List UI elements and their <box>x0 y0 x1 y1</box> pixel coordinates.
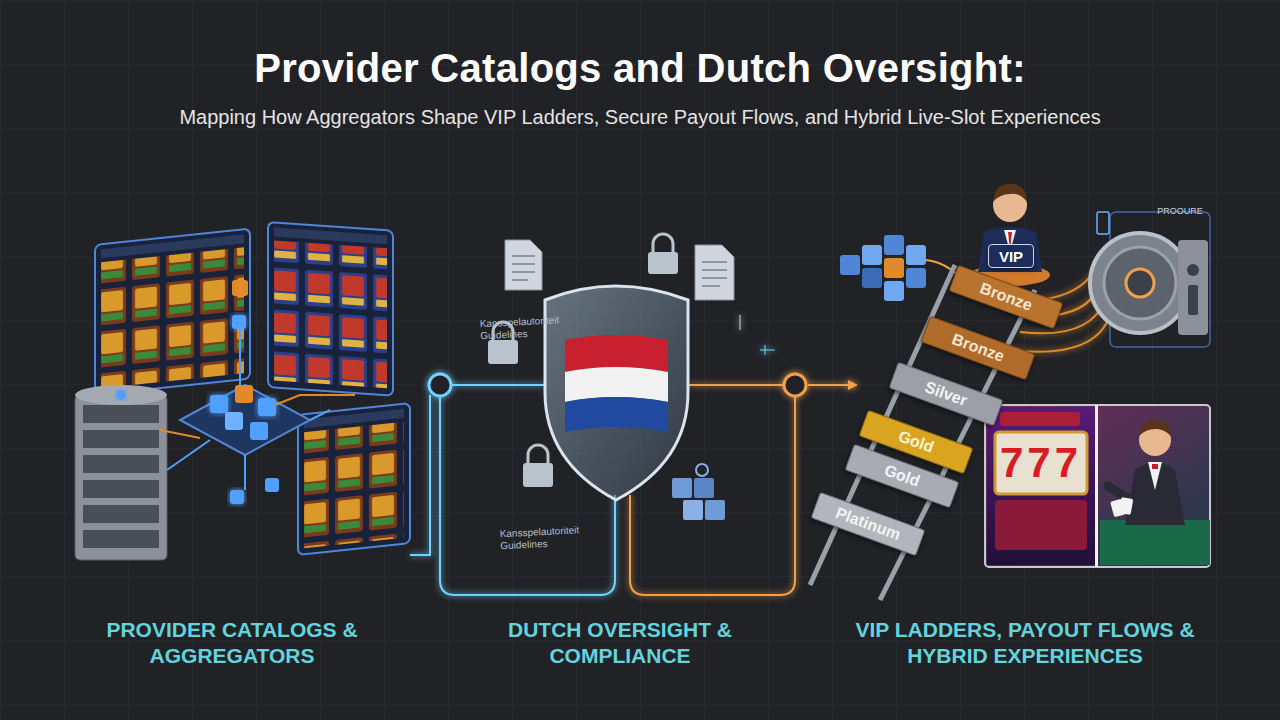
small-cubes <box>672 464 725 520</box>
section-label: VIP LADDERS, PAYOUT FLOWS & HYBRID EXPER… <box>835 617 1215 669</box>
vip-person <box>970 184 1050 286</box>
node-text: VIP <box>999 248 1023 265</box>
aggregator-cubes <box>180 280 310 504</box>
vault-icon <box>1090 212 1210 347</box>
aggregator-links <box>160 330 355 490</box>
slot-reels: 777 <box>995 438 1087 488</box>
section-label: PROVIDER CATALOGS & AGGREGATORS <box>92 617 372 669</box>
subtitle: Mapping How Aggregators Shape VIP Ladder… <box>0 106 1280 129</box>
guideline-label: Kansspelautoriteit Guidelines <box>499 524 590 553</box>
section-label: DUTCH OVERSIGHT & COMPLIANCE <box>495 617 745 669</box>
dutch-shield <box>545 286 688 500</box>
diagram-title: Provider Catalogs and Dutch Oversight: <box>0 46 1280 91</box>
vault-label: PROOURE <box>1150 206 1210 216</box>
guideline-label: Kansspelautoriteit Guidelines <box>479 314 570 343</box>
server-rack <box>75 385 167 560</box>
hybrid-live-slot <box>985 405 1210 567</box>
vip-badge: VIP <box>988 244 1034 268</box>
